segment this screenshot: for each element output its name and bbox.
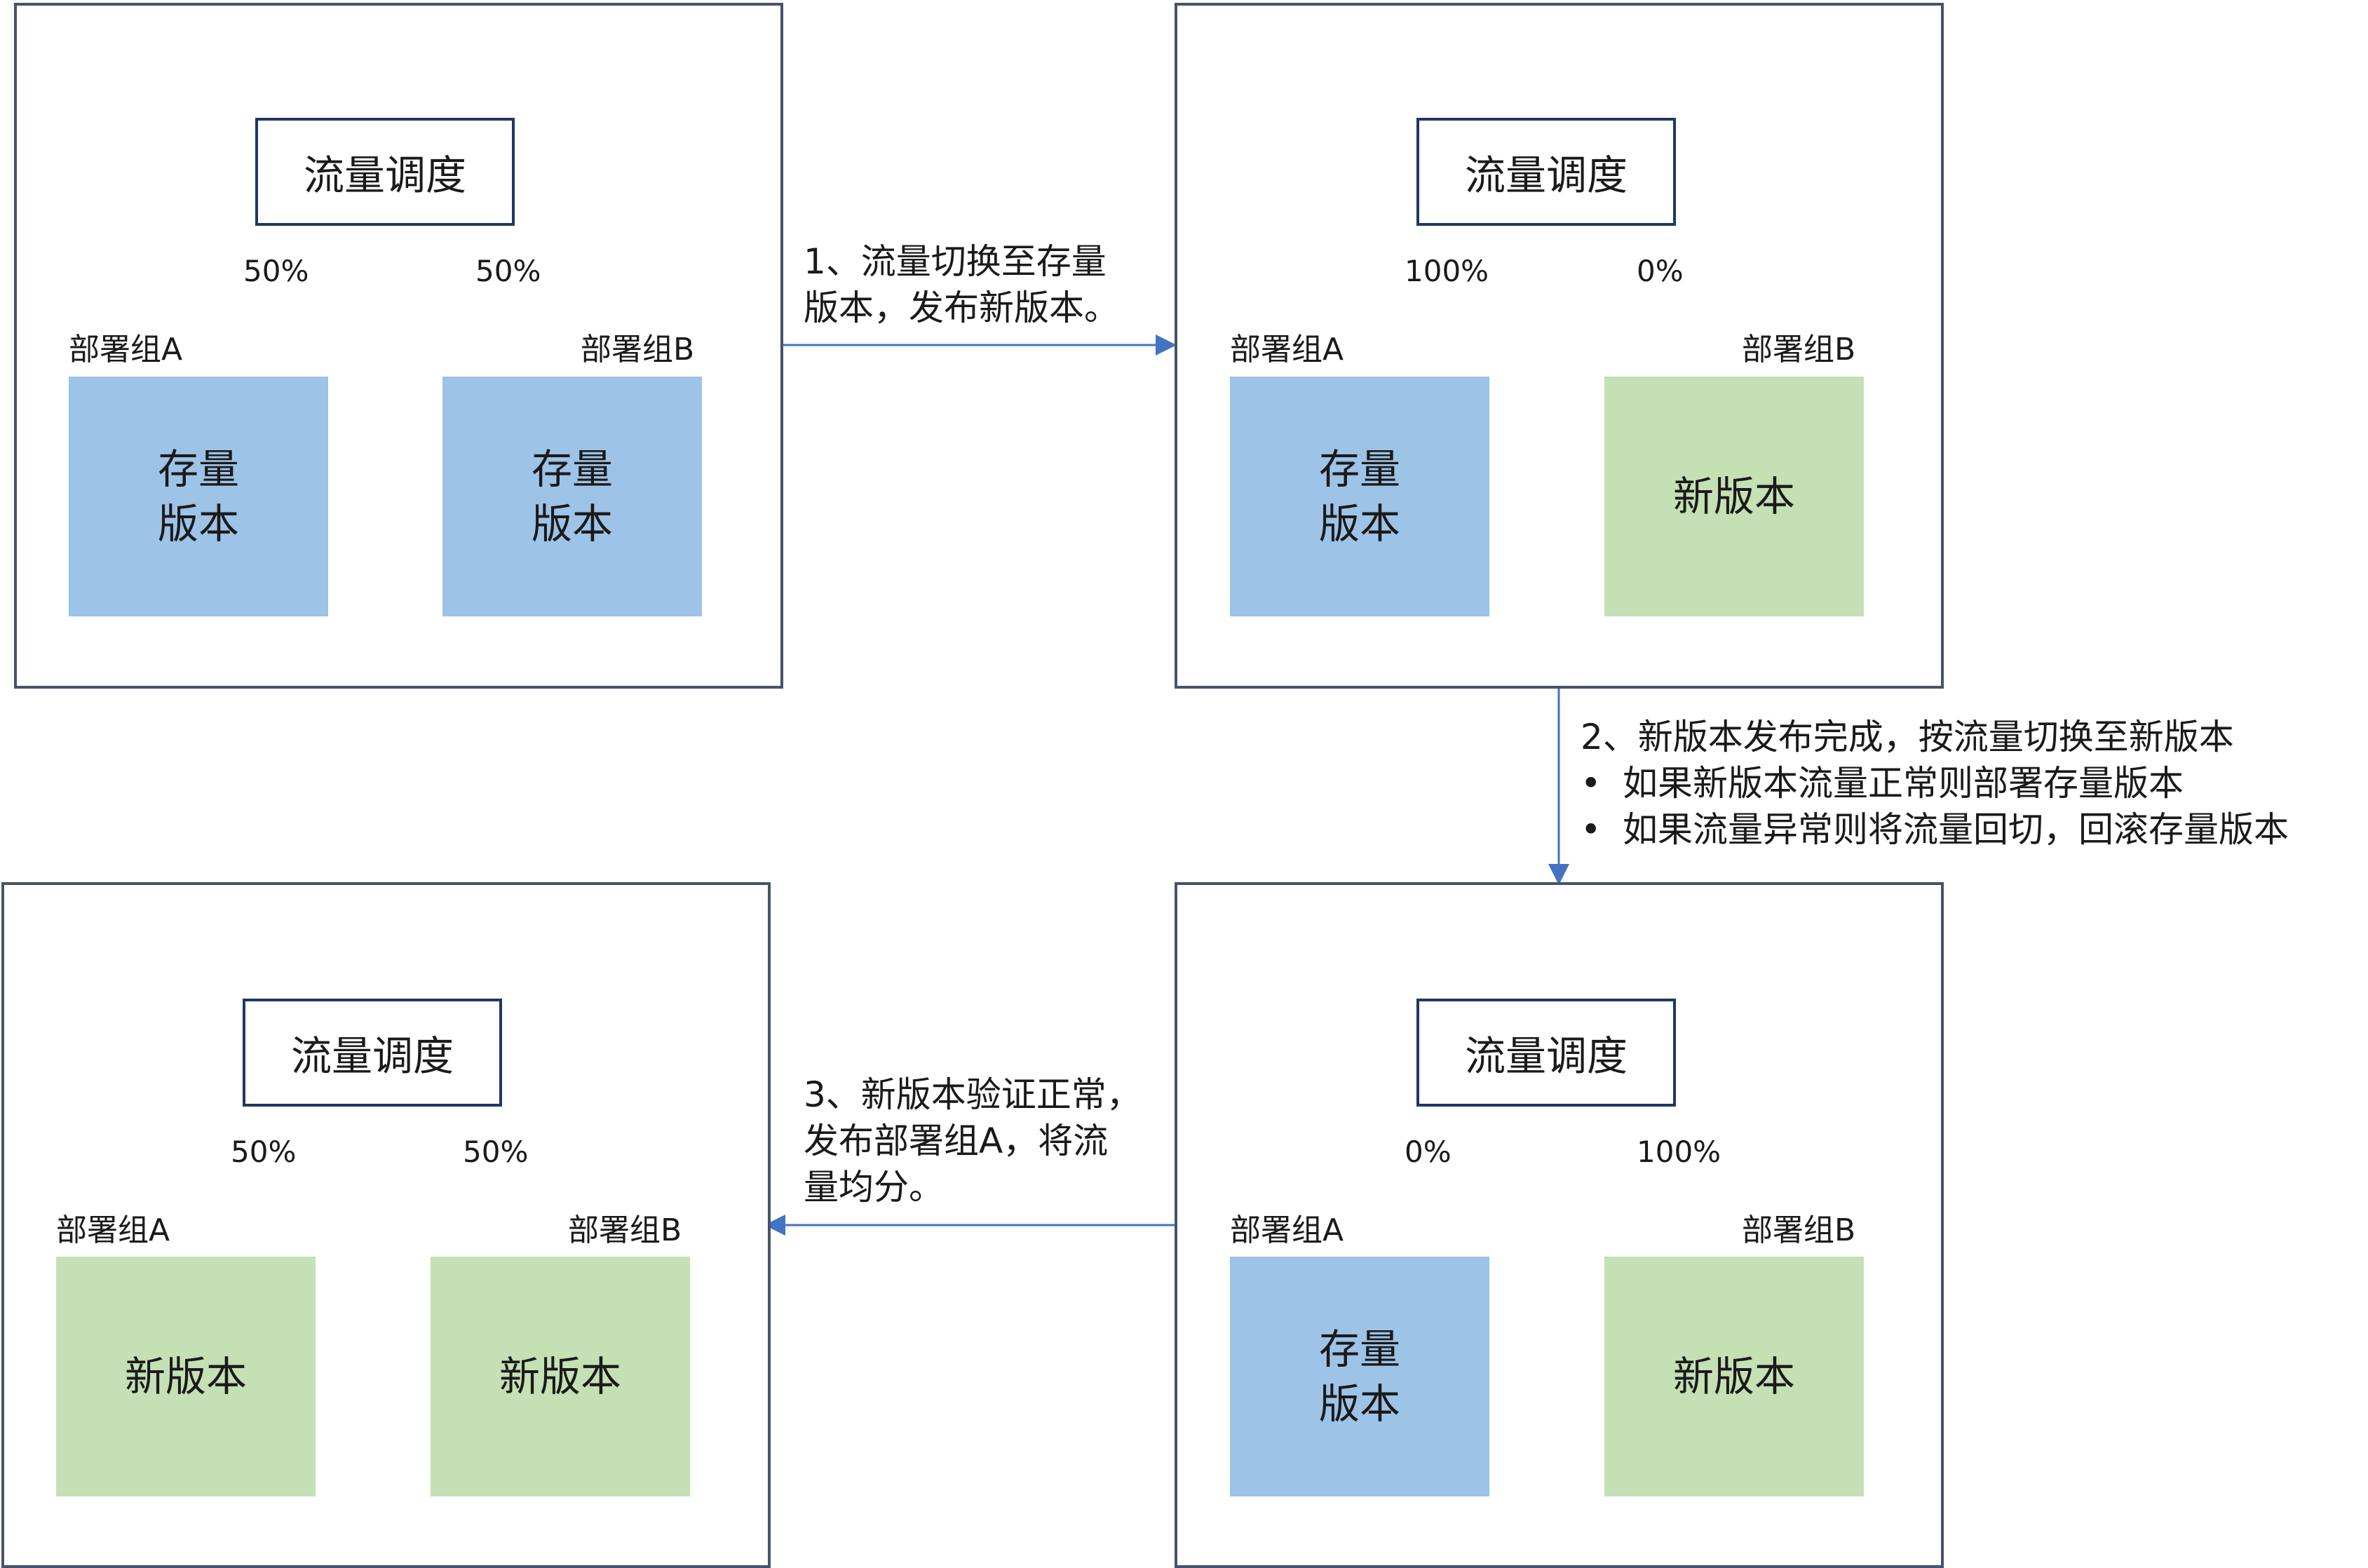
group-a-version-box: 新版本 — [56, 1257, 316, 1496]
group-b-version-label: 存量 版本 — [531, 445, 613, 548]
deploy-group-b-label: 部署组B — [581, 332, 695, 367]
group-b-version-box: 新版本 — [1604, 1257, 1864, 1496]
step2-bullet-1: • 如果新版本流量正常则部署存量版本 — [1581, 760, 2184, 806]
group-a-version-box: 存量 版本 — [69, 377, 328, 616]
group-a-version-label: 存量 版本 — [1318, 445, 1400, 548]
traffic-scheduler-box: 流量调度 — [243, 999, 502, 1107]
step1-note: 1、流量切换至存量 版本，发布新版本。 — [804, 241, 1119, 328]
deploy-group-a-label: 部署组A — [69, 332, 183, 367]
left-traffic-percent: 0% — [1405, 1135, 1452, 1169]
group-b-version-box: 存量 版本 — [442, 377, 702, 616]
right-traffic-percent: 50% — [463, 1135, 529, 1169]
step3-note: 3、新版本验证正常， 发布部署组A，将流 量均分。 — [804, 1074, 1142, 1208]
group-b-version-label: 新版本 — [1672, 472, 1795, 520]
traffic-scheduler-box: 流量调度 — [255, 118, 515, 226]
traffic-scheduler-label: 流量调度 — [1464, 151, 1628, 199]
left-traffic-percent: 50% — [231, 1135, 297, 1169]
left-traffic-percent: 100% — [1405, 254, 1489, 288]
step2-bullet-2-text: 如果流量异常则将流量回切，回滚存量版本 — [1623, 809, 2289, 850]
deploy-group-b-label: 部署组B — [1742, 1212, 1856, 1248]
group-a-version-label: 存量 版本 — [157, 445, 239, 548]
group-b-version-label: 新版本 — [1672, 1352, 1795, 1400]
group-a-version-box: 存量 版本 — [1230, 377, 1489, 616]
right-traffic-percent: 100% — [1637, 1135, 1721, 1169]
group-b-version-box: 新版本 — [431, 1257, 690, 1496]
right-traffic-percent: 0% — [1637, 254, 1684, 288]
traffic-scheduler-label: 流量调度 — [290, 1032, 454, 1080]
group-a-version-label: 新版本 — [124, 1352, 247, 1400]
group-a-version-box: 存量 版本 — [1230, 1257, 1489, 1496]
deploy-group-a-label: 部署组A — [1230, 332, 1344, 367]
step2-bullet-1-text: 如果新版本流量正常则部署存量版本 — [1623, 763, 2184, 804]
group-b-version-box: 新版本 — [1604, 377, 1864, 616]
bullet-dot-icon: • — [1581, 809, 1602, 850]
traffic-scheduler-box: 流量调度 — [1416, 999, 1676, 1107]
traffic-scheduler-box: 流量调度 — [1416, 118, 1676, 226]
deploy-group-a-label: 部署组A — [56, 1212, 170, 1248]
group-b-version-label: 新版本 — [499, 1352, 621, 1400]
bullet-dot-icon: • — [1581, 763, 1602, 804]
group-a-version-label: 存量 版本 — [1318, 1325, 1400, 1428]
deploy-group-a-label: 部署组A — [1230, 1212, 1344, 1248]
left-traffic-percent: 50% — [243, 254, 309, 288]
deploy-group-b-label: 部署组B — [568, 1212, 682, 1248]
step2-title: 2、新版本发布完成，按流量切换至新版本 — [1581, 717, 2234, 757]
right-traffic-percent: 50% — [475, 254, 541, 288]
traffic-scheduler-label: 流量调度 — [303, 151, 466, 199]
traffic-scheduler-label: 流量调度 — [1464, 1032, 1628, 1080]
deploy-group-b-label: 部署组B — [1742, 332, 1856, 367]
step2-bullet-2: • 如果流量异常则将流量回切，回滚存量版本 — [1581, 806, 2289, 853]
